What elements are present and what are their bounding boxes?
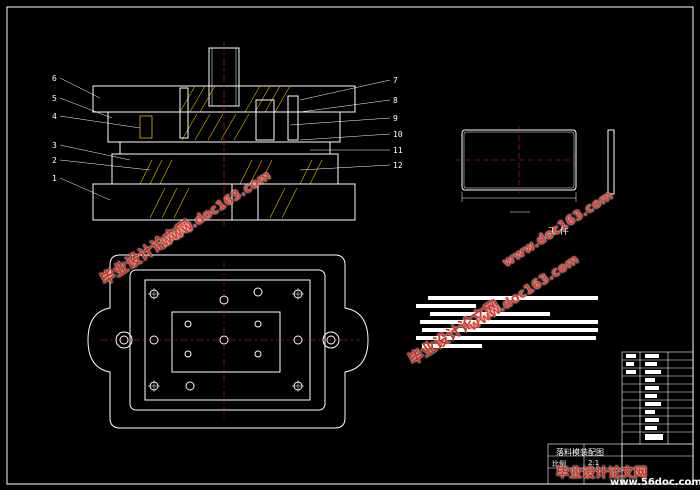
- technical-notes: [416, 296, 598, 348]
- part-number-right-8: 8: [393, 96, 398, 105]
- plan-view: [87, 254, 369, 429]
- title-block: [547, 351, 694, 485]
- drawing-border: [6, 6, 694, 485]
- title-block-drawing-name: 落料模装配图: [556, 448, 604, 457]
- hole-crosshairs: [148, 288, 304, 392]
- part-number-left-1: 1: [52, 174, 57, 183]
- die-opening: [171, 311, 281, 373]
- part-number-right-12: 12: [393, 161, 403, 170]
- guide-hole-right: [322, 331, 340, 349]
- part-number-right-7: 7: [393, 76, 398, 85]
- part-number-left-4: 4: [52, 112, 57, 121]
- die-plate: [111, 153, 339, 185]
- leaders-right: [289, 79, 391, 171]
- part-number-left-3: 3: [52, 141, 57, 150]
- die-base-outline: [87, 254, 369, 429]
- watermark-footer: 毕业设计论文网: [556, 466, 648, 481]
- part-number-left-5: 5: [52, 94, 57, 103]
- title-block-text-bars: [626, 354, 663, 440]
- part-number-left-6: 6: [52, 74, 57, 83]
- title-block-scale-value: 2:1: [588, 459, 600, 467]
- title-block-scale-label: 比例: [552, 460, 566, 468]
- leaders-left: [59, 77, 151, 201]
- workpiece-label: 工 件: [548, 227, 569, 237]
- workpiece-view: [456, 126, 615, 213]
- workpiece-side: [607, 129, 615, 195]
- part-number-right-10: 10: [393, 130, 403, 139]
- part-number-right-11: 11: [393, 146, 403, 155]
- screw-holes: [149, 287, 303, 391]
- stripper-plate: [119, 141, 331, 155]
- part-number-left-2: 2: [52, 156, 57, 165]
- watermark-footer-url: www.56doc.com: [610, 477, 700, 488]
- part-number-right-9: 9: [393, 114, 398, 123]
- section-view: [59, 42, 391, 226]
- upper-hatch: [179, 85, 291, 141]
- die-hatch: [139, 159, 323, 185]
